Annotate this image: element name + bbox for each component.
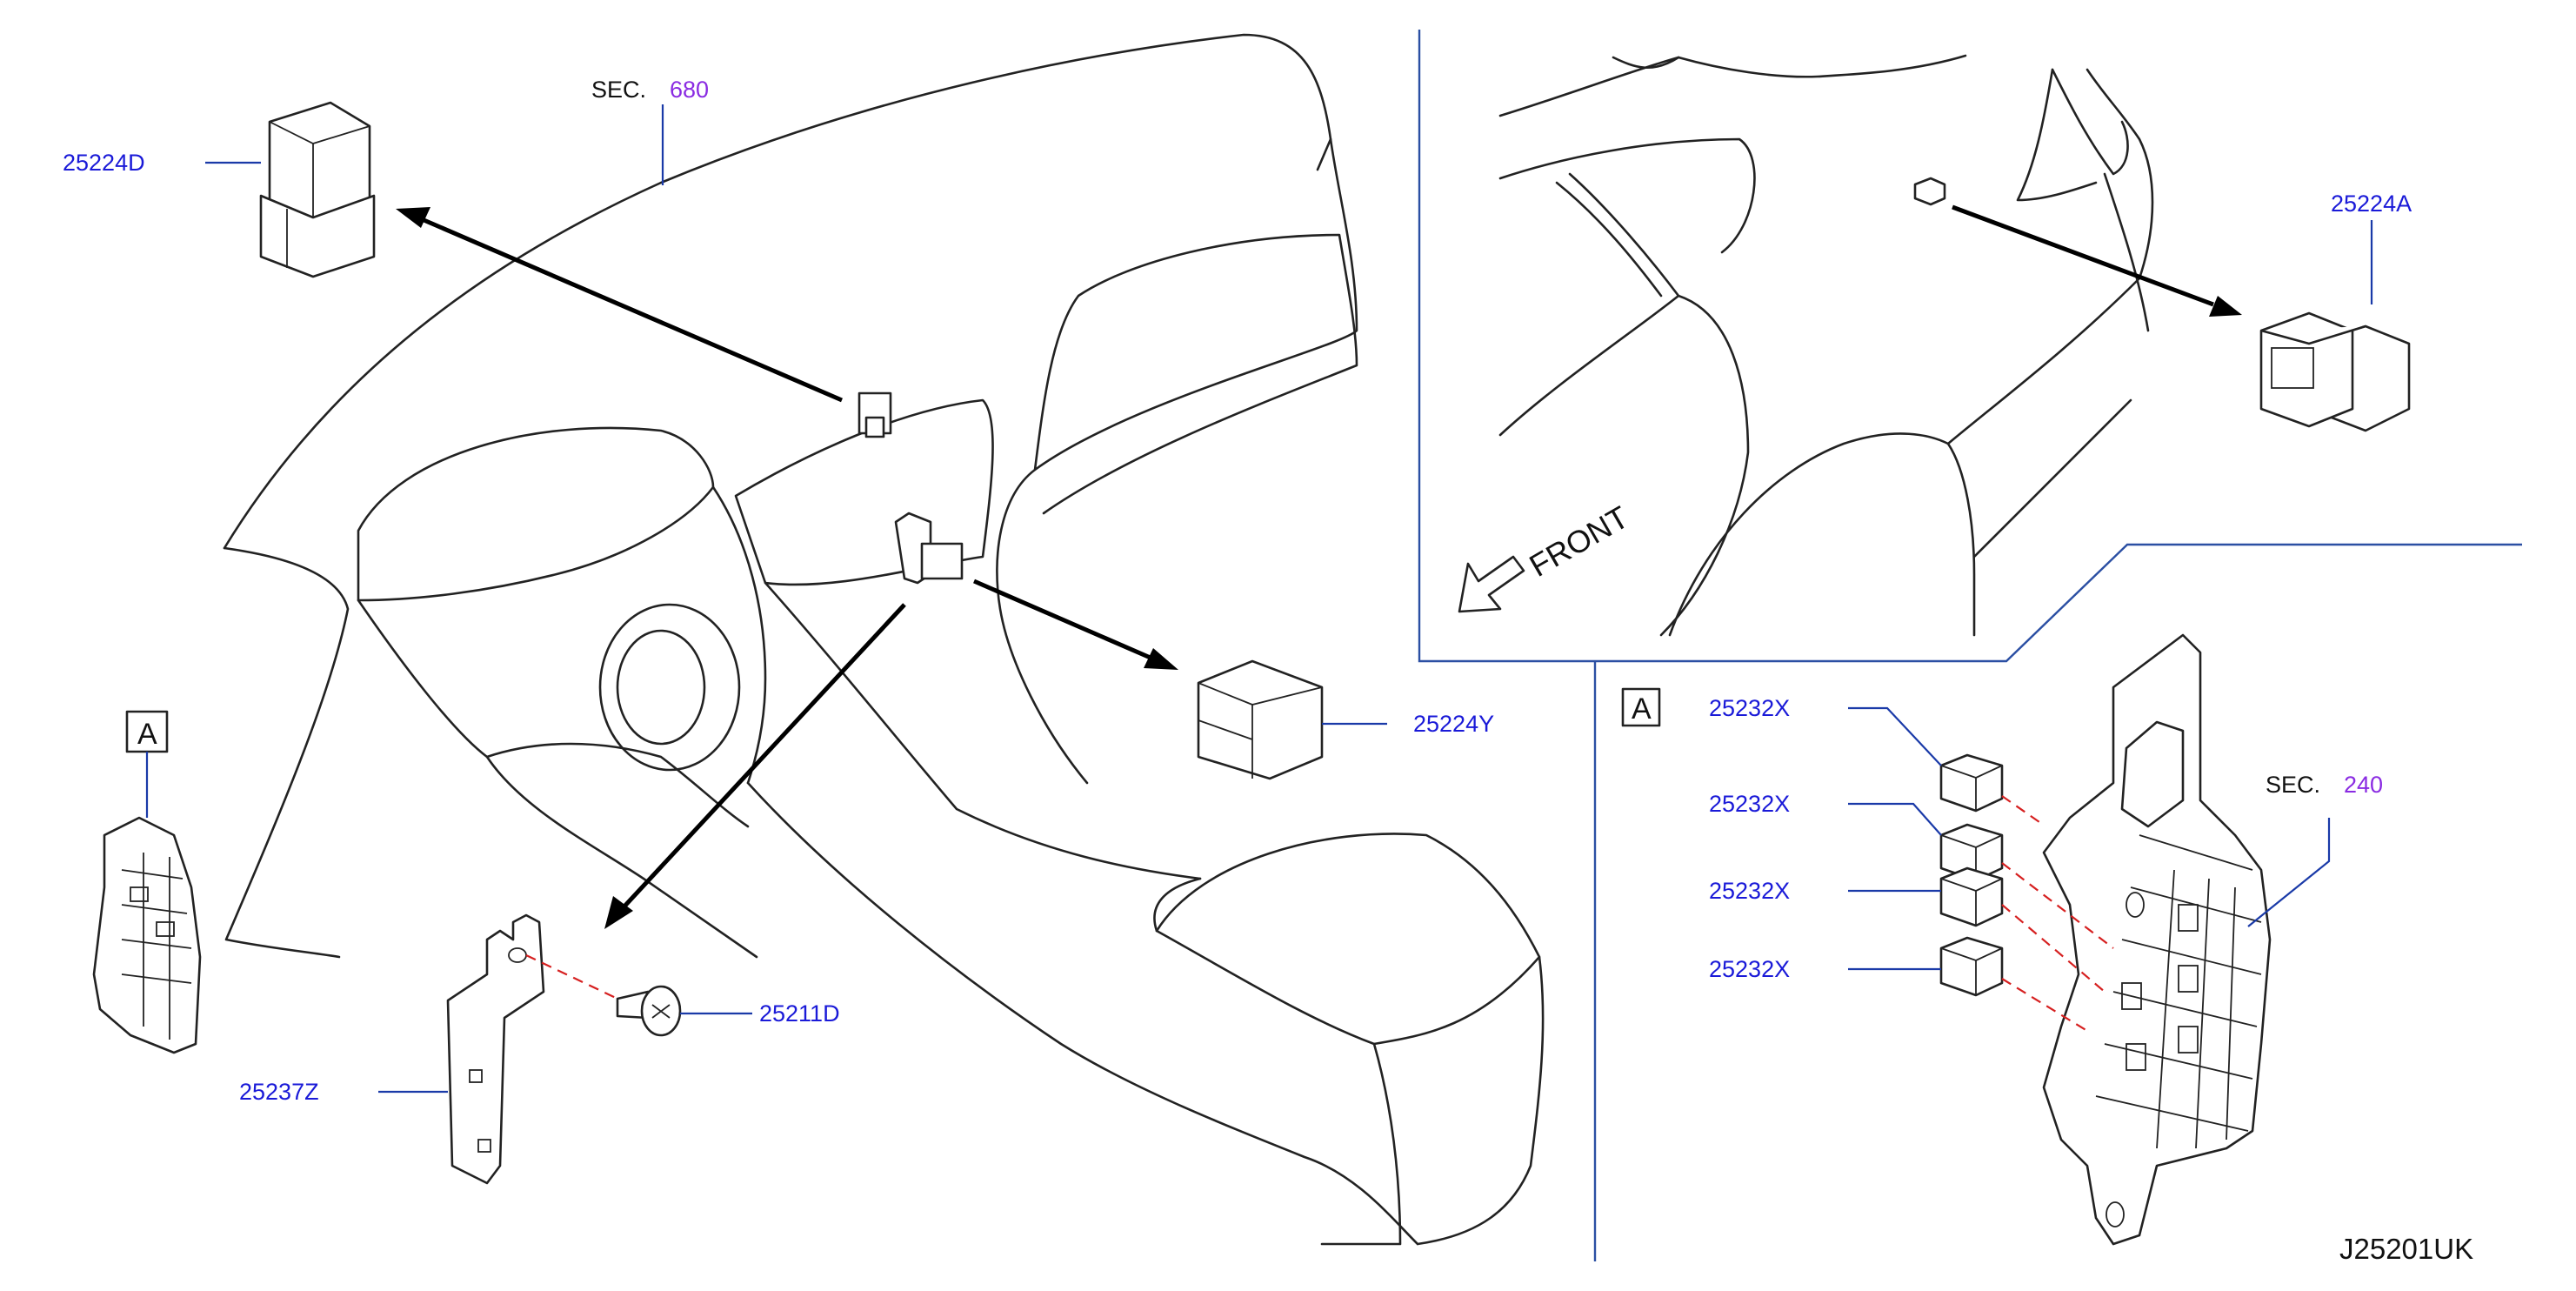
relay-25232X-4-icon[interactable]: [1939, 936, 2004, 997]
dashboard-outline: [223, 33, 1545, 1246]
arrows-main: [396, 207, 1178, 929]
label-25232X-4[interactable]: 25232X: [1709, 956, 1790, 982]
detail-marker-right[interactable]: [1621, 687, 1661, 727]
label-25211D[interactable]: 25211D: [759, 1000, 840, 1027]
hidden-line-25232X-3: [2001, 904, 2106, 993]
front-arrow-icon: [1458, 555, 1525, 613]
front-label: FRONT: [1524, 498, 1635, 584]
inset-frame: [1418, 30, 2522, 1261]
sec-680-number[interactable]: 680: [670, 77, 709, 103]
relay-25232X-2-icon[interactable]: [1939, 823, 2004, 882]
hidden-line-25232X-2: [2001, 862, 2114, 949]
relay-25224A-icon[interactable]: [2259, 311, 2411, 432]
hidden-line-25232X-1: [2001, 795, 2040, 823]
fuse-block-small-icon[interactable]: [92, 816, 202, 1054]
inset-outline: [1498, 54, 2154, 637]
label-25237Z[interactable]: 25237Z: [239, 1079, 319, 1105]
relay-25232X-3-icon[interactable]: [1939, 866, 2004, 927]
label-25224D[interactable]: 25224D: [63, 150, 145, 176]
diagram-code: J25201UK: [2339, 1233, 2473, 1265]
label-25232X-1[interactable]: 25232X: [1709, 695, 1790, 721]
label-25224A[interactable]: 25224A: [2331, 191, 2412, 217]
arrow-inset: [1952, 204, 2242, 317]
dash-relay-bracket: [894, 512, 964, 585]
fuse-block-large-icon[interactable]: [2042, 633, 2272, 1246]
sec-680-prefix: SEC.: [591, 77, 646, 103]
label-25232X-2[interactable]: 25232X: [1709, 791, 1790, 817]
relay-25224D-icon[interactable]: [259, 101, 376, 278]
detail-marker-right-label: A: [1632, 692, 1652, 726]
detail-marker-left-label: A: [137, 718, 157, 751]
label-25232X-3[interactable]: 25232X: [1709, 878, 1790, 904]
sec-240-prefix: SEC.: [2266, 772, 2320, 798]
dash-relay-small: [858, 391, 892, 438]
relay-25232X-1-icon[interactable]: [1939, 753, 2004, 813]
leader-25232X-1: [1848, 706, 1942, 766]
inset-relay-small: [1913, 177, 1946, 206]
leader-25232X-2: [1848, 802, 1942, 836]
sec-240-number[interactable]: 240: [2344, 772, 2383, 798]
screw-25211D-icon[interactable]: [616, 985, 682, 1037]
bracket-25237Z-icon[interactable]: [446, 913, 545, 1185]
leader-sec-240: [2247, 818, 2331, 927]
label-25224Y[interactable]: 25224Y: [1413, 711, 1494, 737]
relay-25224Y-icon[interactable]: [1197, 659, 1324, 780]
